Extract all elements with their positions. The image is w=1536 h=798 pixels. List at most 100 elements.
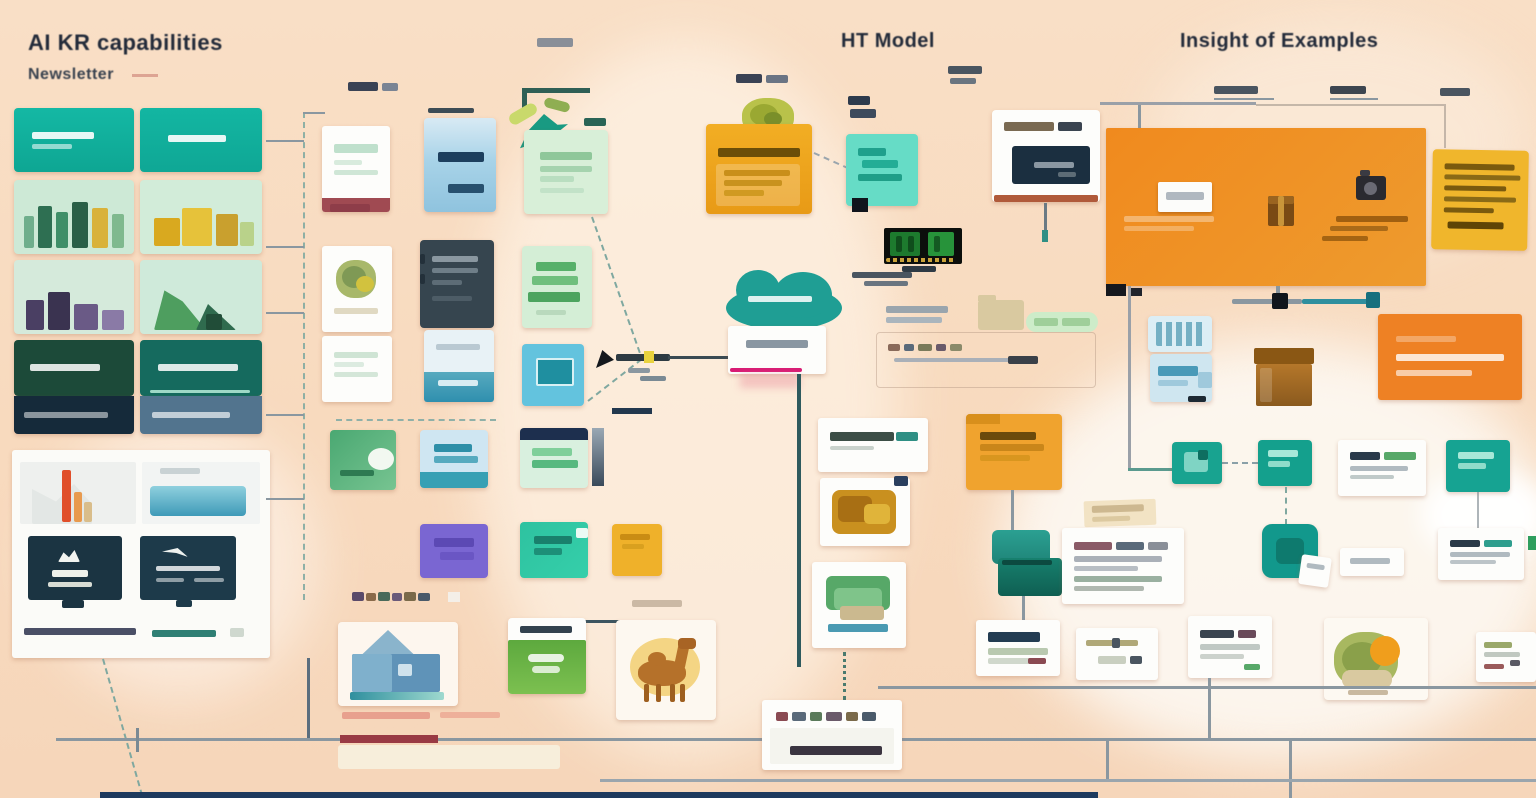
- teal-node-1: [1172, 442, 1222, 484]
- orange-hero-panel: [1106, 128, 1426, 286]
- title-left: AI KR capabilities: [28, 30, 223, 55]
- meadow-illustration-card: [1324, 618, 1428, 700]
- green-hill-card: [140, 260, 262, 334]
- aqua-node-corner: [852, 198, 868, 212]
- camel-label: [632, 600, 682, 607]
- vstub-1: [1208, 678, 1211, 738]
- slate-strip: [592, 428, 604, 486]
- small-white-square: [448, 592, 460, 602]
- bracket-top-corner: [303, 112, 325, 114]
- top-small-label: [537, 38, 573, 47]
- tr-label-2: [1330, 86, 1366, 94]
- title-center: HT Model: [841, 30, 935, 52]
- detail-card-left: [1062, 528, 1184, 604]
- mint-doc-card: [322, 336, 392, 402]
- teal-row-dashed: [1222, 462, 1258, 464]
- qa-dark-word: [1008, 356, 1038, 364]
- slider-control: [1232, 292, 1382, 310]
- grid-label-2: [428, 108, 474, 113]
- yellow-sticky-note: [1431, 149, 1529, 251]
- tr-label-1: [1214, 86, 1258, 94]
- tr-connector-v1: [1138, 105, 1141, 129]
- dotted-drop-line: [843, 652, 846, 700]
- mint-list-card: [524, 130, 608, 214]
- folder-label: [736, 74, 794, 84]
- teal3-drop-line: [1477, 492, 1479, 528]
- line-tool-highlight: [644, 351, 654, 363]
- bronze-box-icon: [1254, 348, 1314, 406]
- line-to-cloud: [668, 356, 728, 359]
- hline-bottom: [600, 779, 1536, 782]
- mini-card-3: [1476, 632, 1536, 682]
- dark-green-text-card-footer: [14, 396, 134, 434]
- line-tool-bar: [616, 354, 670, 361]
- tan-folder-icon: [978, 295, 1024, 330]
- subtitle-left: Newsletter: [28, 66, 114, 83]
- grid-label-1: [348, 82, 400, 92]
- camel-head: [678, 638, 696, 649]
- maroon-bar: [340, 735, 438, 743]
- house-base: [350, 692, 444, 700]
- qa-label-row: [888, 344, 1008, 352]
- tool-mark-1: [628, 368, 650, 373]
- tr-underline-1: [1214, 98, 1274, 100]
- vstub-3: [1289, 738, 1292, 798]
- amber-small-card: [612, 524, 662, 576]
- teal-cloud-node: [726, 270, 842, 330]
- terminal-drop-tick: [1042, 230, 1048, 242]
- panel-corner-mark: [1106, 284, 1126, 296]
- orange-quote-card: [1378, 314, 1522, 400]
- stats-panel: [12, 450, 270, 658]
- task-drop-line-2: [1022, 596, 1025, 622]
- blue-banner-card: [424, 118, 496, 212]
- top-corner-line-v: [522, 92, 527, 110]
- bracket-stub-1: [266, 140, 304, 142]
- green-steps-card: [522, 246, 592, 328]
- title-right: Insight of Examples: [1180, 30, 1379, 52]
- qa-long-line: [894, 358, 1034, 362]
- blue-list-card: [420, 430, 488, 488]
- teal-node-3: [1446, 440, 1510, 492]
- vstub-2: [1106, 738, 1109, 779]
- teal-green-card: [520, 522, 588, 578]
- slider-knob: [1272, 293, 1288, 309]
- mini-card-2: [1188, 616, 1272, 678]
- vstub-left: [136, 728, 139, 752]
- task-drop-line-1: [1011, 490, 1014, 532]
- slider-track-gray: [1232, 299, 1302, 304]
- tan-mini-sticky: [1083, 498, 1157, 528]
- amber-folder-node: [706, 124, 812, 214]
- result-card: [976, 620, 1060, 676]
- main-flow-line: [797, 374, 801, 667]
- tr-label-3: [1440, 88, 1470, 96]
- aqua-label: [848, 96, 878, 120]
- pink-shadow: [740, 374, 800, 388]
- panel-drop-line: [307, 658, 310, 738]
- note-card-bottom: [762, 700, 902, 770]
- keypad-card: [1148, 316, 1212, 352]
- bottom-navy-bar: [100, 792, 1098, 798]
- dashed-diagonal-b: [587, 358, 643, 402]
- bracket-stub-2: [266, 246, 304, 248]
- row-label-dark: [612, 408, 652, 414]
- teal-text-card-footer: [140, 396, 262, 434]
- list-card-small: [1338, 440, 1426, 496]
- row-connector-line: [540, 620, 640, 623]
- camel-illustration-card: [616, 620, 716, 720]
- house-illustration-card: [338, 622, 458, 706]
- skyline-chart-card-1: [14, 180, 134, 254]
- hline-mid: [878, 686, 1536, 689]
- pen-tool-icon: [596, 350, 614, 368]
- bracket-stub-4: [266, 414, 304, 416]
- dashed-diagonal-a: [591, 216, 641, 354]
- chip-caption: [852, 266, 936, 288]
- aqua-code-node: [846, 134, 918, 206]
- top-corner-line: [522, 88, 590, 93]
- terminal-card: [992, 110, 1100, 202]
- bracket-stub-5: [266, 498, 304, 500]
- hero-drop-line: [1128, 286, 1131, 470]
- doc-card-red-footer: [322, 126, 390, 212]
- dashed-row-connector: [336, 419, 496, 421]
- tr-connector-h2: [1256, 104, 1446, 106]
- search-outline-box: [876, 332, 1096, 388]
